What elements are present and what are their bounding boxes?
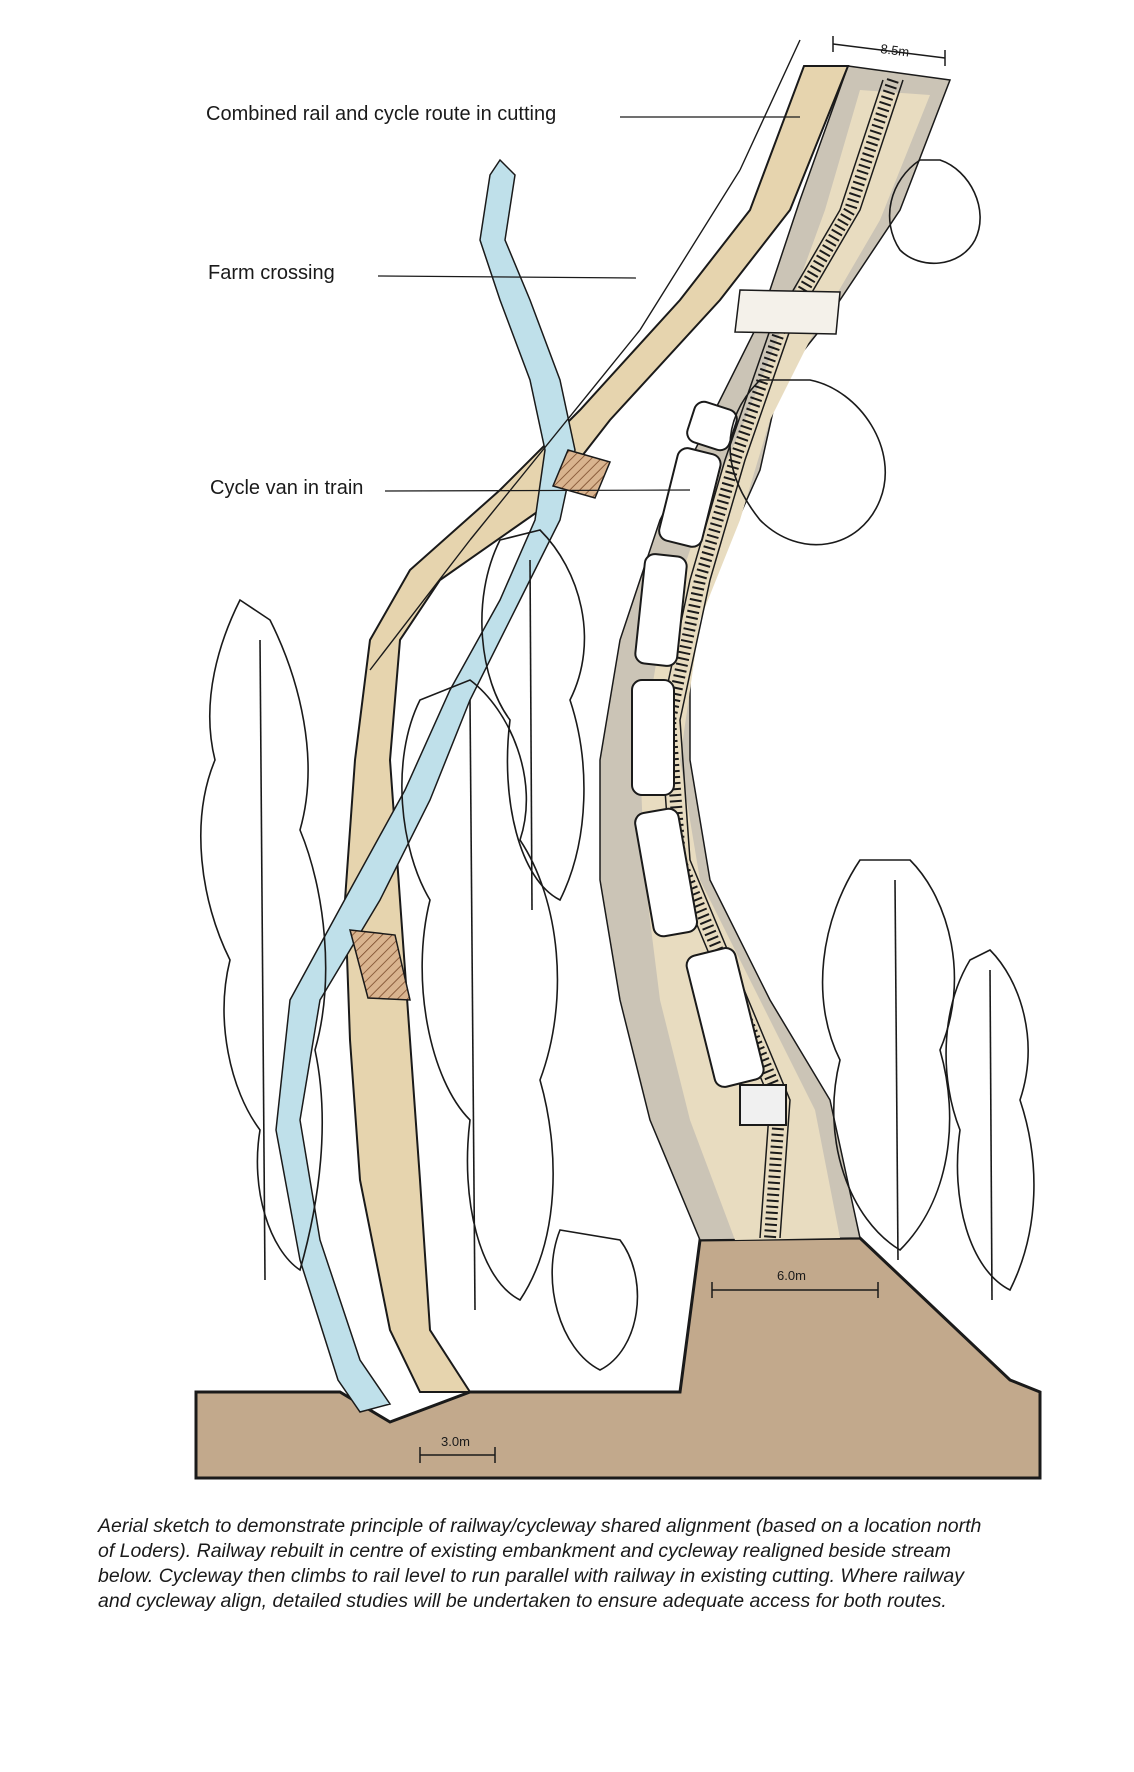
trees <box>200 159 1035 1371</box>
cycleway <box>343 65 850 1393</box>
label-combined-route: Combined rail and cycle route in cutting <box>206 103 557 125</box>
boundary-fence <box>369 39 801 671</box>
footbridge-lower <box>348 929 411 1001</box>
label-cycle-van: Cycle van in train <box>210 477 364 499</box>
footbridge-upper <box>551 449 612 499</box>
leader-lines <box>377 116 800 492</box>
tree-trunks <box>259 559 993 1311</box>
dimension-8-5m: 8.5m <box>880 41 911 59</box>
farm-crossing <box>734 289 841 335</box>
dimension-6-0m: 6.0m <box>777 1268 806 1283</box>
dimension-lines <box>419 36 946 1463</box>
caption: Aerial sketch to demonstrate principle o… <box>98 1515 982 1612</box>
label-farm-crossing: Farm crossing <box>208 262 335 284</box>
stream <box>275 158 576 1413</box>
dimension-3-0m: 3.0m <box>441 1434 470 1449</box>
train <box>631 400 787 1126</box>
